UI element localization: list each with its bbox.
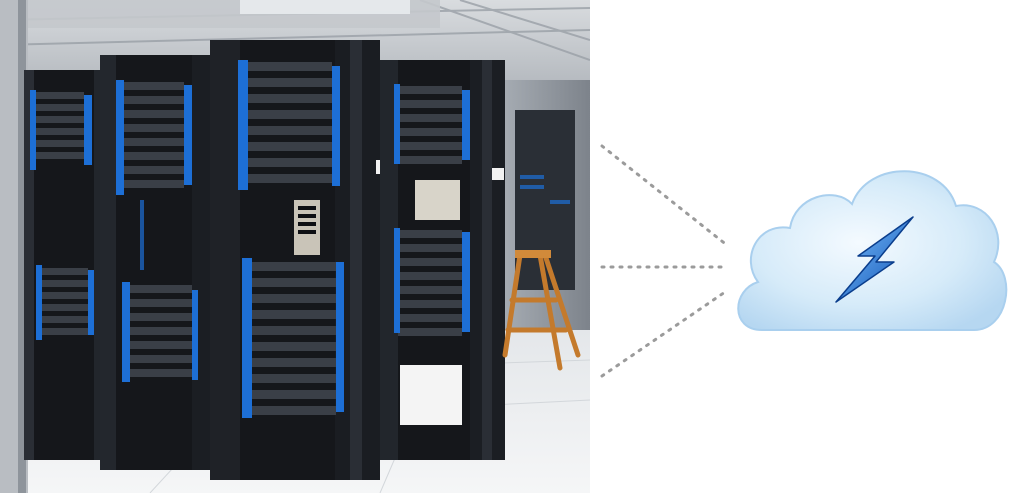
rack-3 [210, 40, 390, 480]
connector-diagram [590, 0, 1024, 493]
rack-4 [380, 60, 505, 460]
cloud-diagram [600, 144, 1008, 378]
connector-line-top [600, 144, 730, 248]
connector-line-bottom [600, 288, 730, 378]
rack-1 [24, 70, 108, 460]
lightning-bolt-icon [835, 216, 914, 303]
server-room-photo [0, 0, 590, 493]
rack-2 [100, 55, 212, 470]
wooden-ladder [502, 250, 581, 371]
server-room-image [0, 0, 590, 493]
